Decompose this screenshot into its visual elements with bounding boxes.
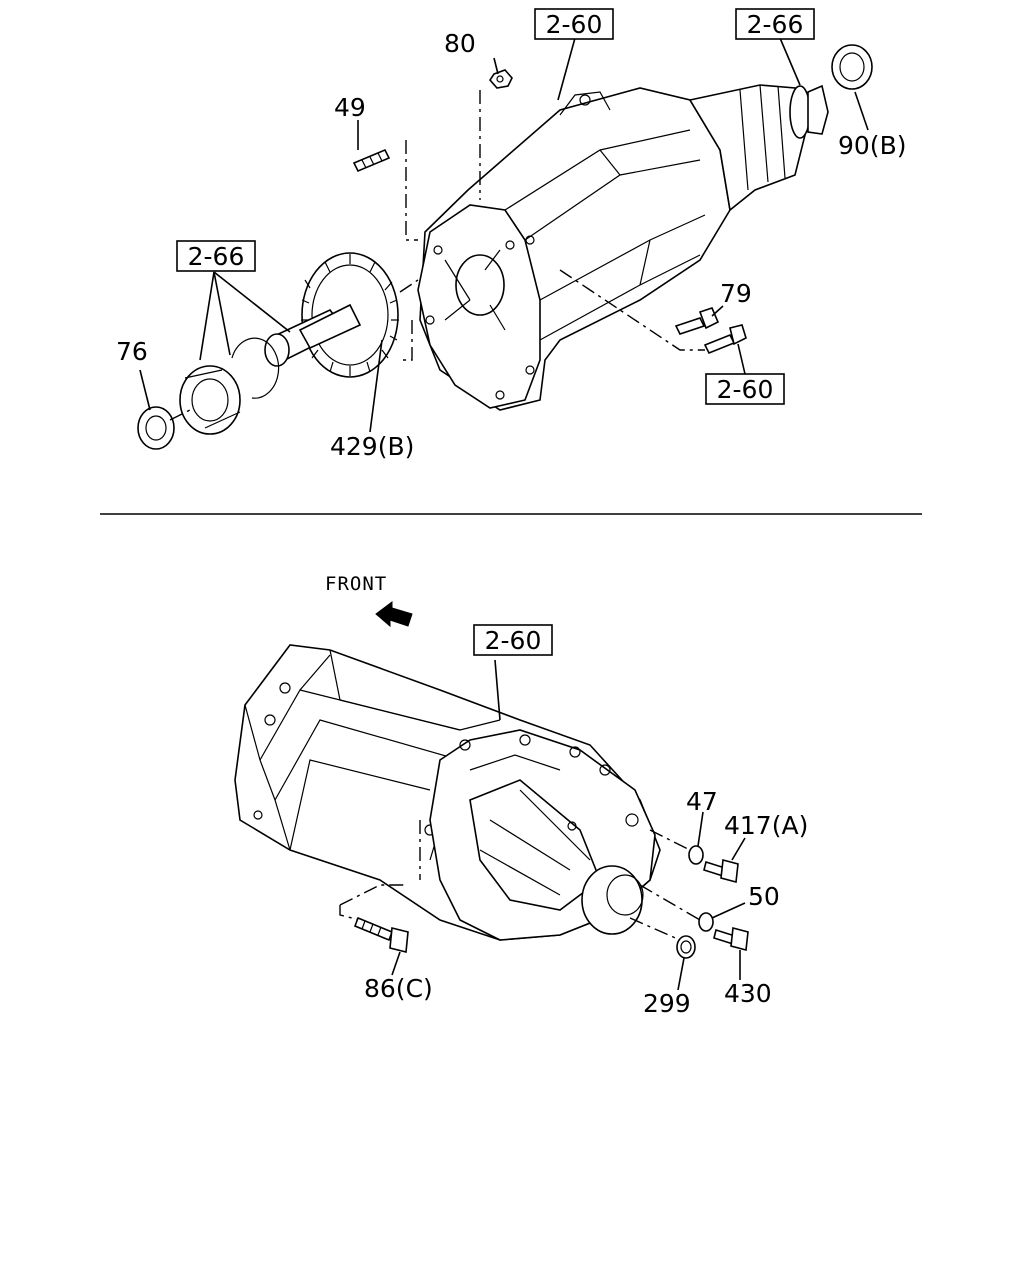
nut-80 [488,69,513,89]
callout-430: 430 [724,979,772,1008]
transfer-case-housing-bottom [234,644,661,941]
bolt-housing-right [703,324,747,355]
callout-79: 79 [720,279,752,308]
o-ring-50 [698,912,714,932]
svg-text:2-60: 2-60 [546,10,603,39]
stud-49 [352,148,391,173]
input-gear-shaft [264,252,399,378]
bearing [179,365,241,435]
front-arrow-icon [375,601,413,628]
ref-box-housing-top: 2-60 [534,8,614,40]
svg-text:2-66: 2-66 [747,10,804,39]
seal-299 [676,935,696,959]
callout-50: 50 [748,882,780,911]
snap-ring [231,337,280,399]
svg-text:2-66: 2-66 [188,242,245,271]
oil-seal-90b [831,44,873,90]
o-ring-47 [688,845,704,865]
bolt-417a [703,858,739,884]
callout-417a: 417(A) [724,811,808,840]
front-label: FRONT [325,573,387,595]
ref-box-housing-bottom: 2-60 [473,624,553,656]
callout-47: 47 [686,787,718,816]
plug-430 [713,926,749,952]
transfer-case-housing-top [417,84,829,411]
svg-text:2-60: 2-60 [717,375,774,404]
ref-box-bolt-top: 2-60 [705,373,785,405]
callout-299: 299 [643,989,691,1018]
callout-80: 80 [444,29,476,58]
bolt-86c [353,916,409,954]
callout-429b: 429(B) [330,432,414,461]
top-exploded-view: 80 49 90(B) 79 76 429(B) 2-60 2-66 2-66 … [116,8,906,461]
svg-text:2-60: 2-60 [485,626,542,655]
callout-49: 49 [334,93,366,122]
callout-86c: 86(C) [364,974,433,1003]
oil-seal-76 [137,406,175,450]
bolt-79 [674,307,720,335]
ref-box-output-top: 2-66 [735,8,815,40]
bottom-assembled-view: FRONT [234,573,808,1018]
callout-76: 76 [116,337,148,366]
ref-box-shaft-left: 2-66 [176,240,256,272]
callout-90b: 90(B) [838,131,906,160]
